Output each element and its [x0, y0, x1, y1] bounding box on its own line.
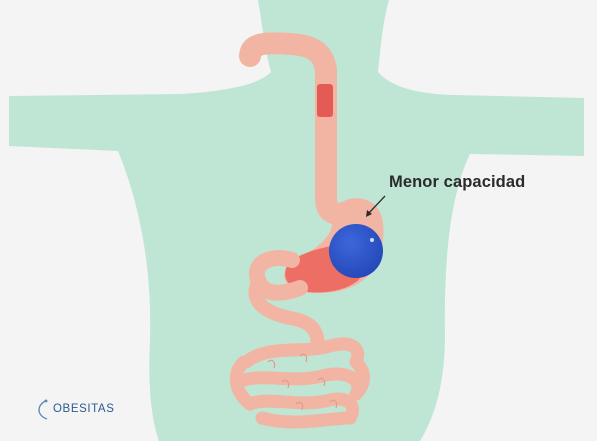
- callout-label: Menor capacidad: [389, 173, 525, 192]
- obesitas-logo-icon: [36, 398, 50, 420]
- esophageal-sphincter: [317, 84, 333, 117]
- obesitas-logo: OBESITAS: [36, 398, 114, 420]
- gastric-balloon: [329, 224, 383, 278]
- logo-text: OBESITAS: [53, 403, 114, 415]
- balloon-highlight: [370, 238, 374, 242]
